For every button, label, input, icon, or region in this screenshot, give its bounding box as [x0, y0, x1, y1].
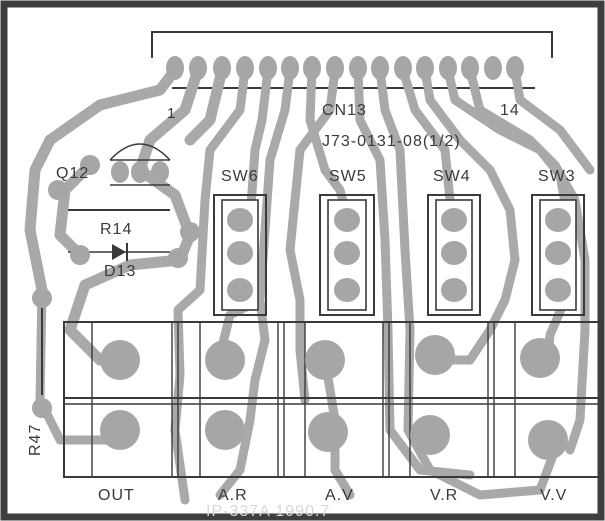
- small-pads: [32, 155, 200, 418]
- sw5-label: SW5: [329, 168, 367, 185]
- r14-label: R14: [100, 221, 132, 238]
- q12-label: Q12: [56, 165, 89, 182]
- jack-out-label: OUT: [98, 487, 135, 504]
- board-marking: IP-337A 1990.7: [206, 503, 330, 520]
- switch-sw5: [319, 194, 375, 316]
- jack-av-label: A.V: [325, 487, 354, 504]
- connector-pin-first-label: 1: [167, 105, 176, 122]
- connector-ref-label: CN13: [322, 102, 367, 119]
- connector-pins: [166, 56, 524, 80]
- connector-part-label: J73-0131-08(1/2): [322, 133, 461, 150]
- sw4-label: SW4: [433, 168, 471, 185]
- r47-label: R47: [27, 424, 44, 456]
- switch-sw3: [531, 194, 585, 316]
- connector-pin-last-label: 14: [500, 102, 520, 119]
- switch-sw6: [213, 194, 267, 316]
- jack-vr-label: V.R: [430, 487, 458, 504]
- d13-label: D13: [104, 263, 136, 280]
- sw3-label: SW3: [538, 168, 576, 185]
- jack-ar-label: A.R: [218, 487, 248, 504]
- connector-outline: [151, 31, 553, 58]
- q12-transistor: [109, 143, 171, 186]
- switch-sw4: [427, 194, 481, 316]
- sw6-label: SW6: [221, 168, 259, 185]
- jack-block: [63, 321, 603, 478]
- jack-vv-label: V.V: [540, 487, 567, 504]
